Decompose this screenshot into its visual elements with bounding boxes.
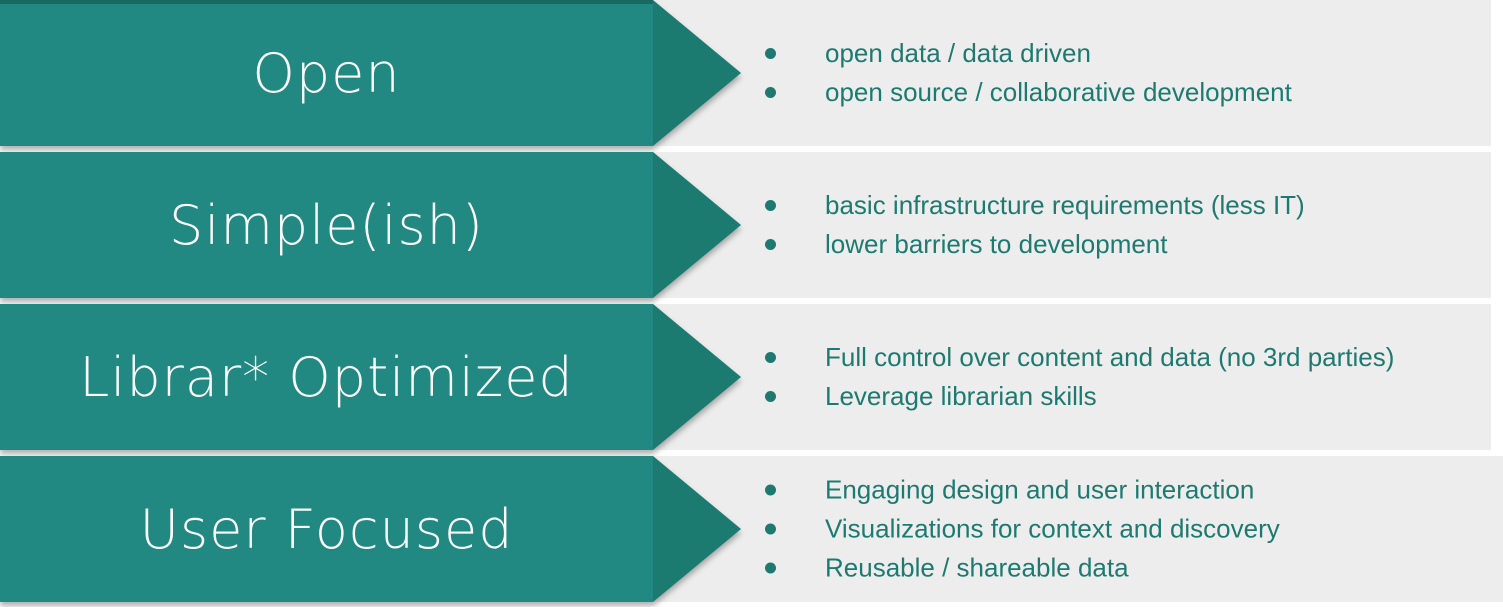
arrow-body: User Focused [0, 456, 653, 602]
arrow-banner-user: User Focused [0, 456, 741, 602]
arrow-top-shadow [0, 0, 653, 4]
bullet-text: basic infrastructure requirements (less … [825, 190, 1305, 220]
bullet-item: Leverage librarian skills [765, 377, 1394, 416]
arrow-banner-open: Open [0, 0, 741, 146]
arrow-body: Librar* Optimized [0, 304, 653, 450]
arrow-body: Simple(ish) [0, 152, 653, 298]
arrow-tip-icon [653, 456, 741, 602]
bullet-text: open source / collaborative development [825, 77, 1292, 107]
bullet-item: Visualizations for context and discovery [765, 510, 1280, 549]
arrow-title: Simple(ish) [169, 193, 484, 257]
bullet-dot [765, 239, 776, 250]
bullet-text: Leverage librarian skills [825, 381, 1097, 411]
bullet-dot [765, 87, 776, 98]
arrow-title: Open [252, 41, 401, 105]
bullet-item: open data / data driven [765, 34, 1292, 73]
bullet-item: Reusable / shareable data [765, 549, 1280, 588]
bullet-text: Reusable / shareable data [825, 552, 1129, 583]
bullet-dot [765, 391, 776, 402]
bullet-dot [765, 200, 776, 211]
row-librar-optimized: Librar* Optimized Full control over cont… [0, 304, 1491, 450]
bullet-list-open: open data / data driven open source / co… [765, 34, 1292, 112]
bullet-item: lower barriers to development [765, 225, 1305, 264]
bullet-dot [765, 484, 776, 496]
arrow-title: Librar* Optimized [79, 345, 574, 409]
row-user-focused: User Focused Engaging design and user in… [0, 456, 1503, 602]
bullet-text: open data / data driven [825, 38, 1091, 68]
bullet-item: Full control over content and data (no 3… [765, 338, 1394, 377]
arrow-tip-icon [653, 152, 741, 298]
arrow-title: User Focused [139, 497, 514, 561]
row-open: Open open data / data driven open source… [0, 0, 1491, 146]
bullet-dot [765, 562, 776, 574]
bullet-item: Engaging design and user interaction [765, 471, 1280, 510]
bullet-dot [765, 48, 776, 59]
bullet-dot [765, 352, 776, 363]
bullet-item: open source / collaborative development [765, 73, 1292, 112]
bullet-list-user: Engaging design and user interaction Vis… [765, 471, 1280, 588]
arrow-tip-icon [653, 0, 741, 146]
arrow-body: Open [0, 0, 653, 146]
bullet-item: basic infrastructure requirements (less … [765, 186, 1305, 225]
bullet-text: Engaging design and user interaction [825, 474, 1255, 505]
bullet-list-librar: Full control over content and data (no 3… [765, 338, 1394, 416]
arrow-tip-icon [653, 304, 741, 450]
arrow-banner-librar: Librar* Optimized [0, 304, 741, 450]
row-simple: Simple(ish) basic infrastructure require… [0, 152, 1491, 298]
bullet-text: Visualizations for context and discovery [825, 513, 1280, 544]
arrow-banner-simple: Simple(ish) [0, 152, 741, 298]
bullet-text: Full control over content and data (no 3… [825, 342, 1395, 372]
bullet-dot [765, 523, 776, 535]
bullet-list-simple: basic infrastructure requirements (less … [765, 186, 1305, 264]
bullet-text: lower barriers to development [825, 229, 1168, 259]
